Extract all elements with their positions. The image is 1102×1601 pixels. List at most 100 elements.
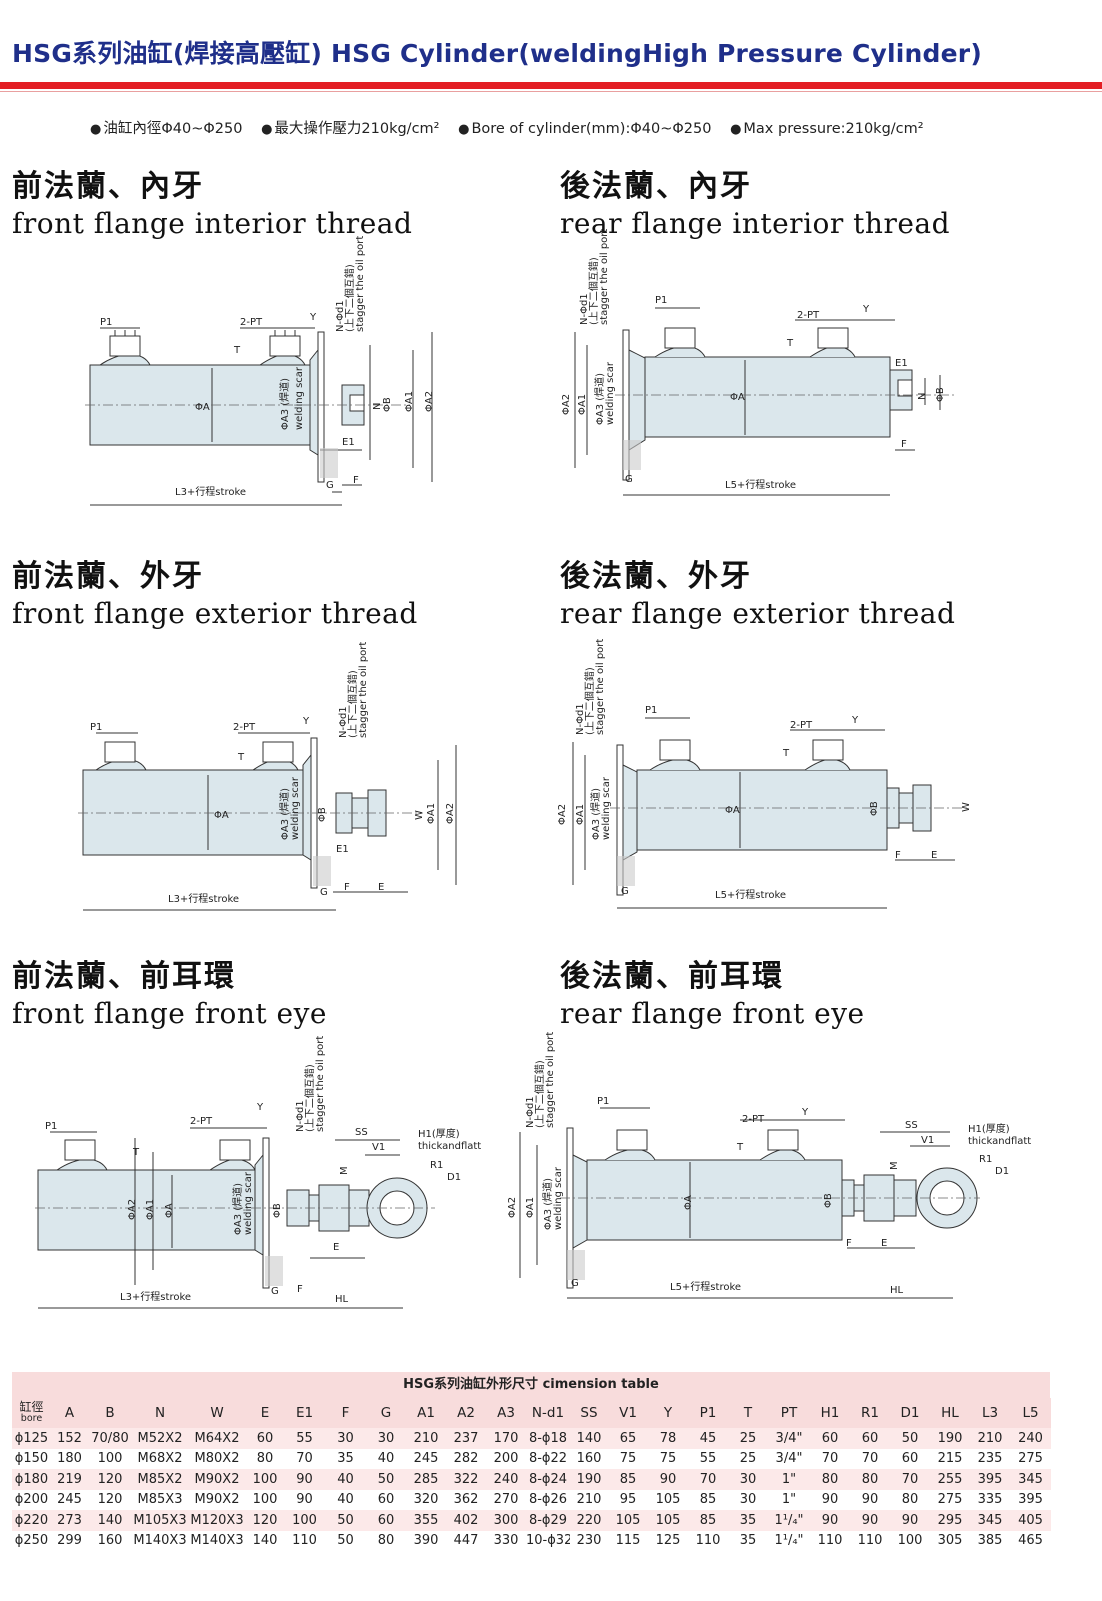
label-stagger-en: stagger the oil port: [358, 642, 369, 738]
section-front-interior-title: 前法蘭、內牙 front flange interior thread: [12, 168, 412, 242]
table-cell: 395: [1010, 1489, 1051, 1510]
table-cell: 60: [366, 1489, 406, 1510]
table-cell: 78: [648, 1428, 688, 1449]
label-phi-a: ΦA: [214, 810, 229, 821]
section-title-en: rear flange interior thread: [560, 207, 951, 240]
column-header: H1: [810, 1398, 850, 1428]
label-stagger-en: stagger the oil port: [545, 1032, 556, 1128]
spec-pressure-en: Max pressure:210kg/cm²: [743, 121, 924, 137]
table-cell: 335: [970, 1489, 1010, 1510]
table-cell: 355: [406, 1510, 446, 1531]
label-2pt: 2-PT: [190, 1116, 213, 1127]
label-phi-a3: ΦA3 (焊道): [541, 1178, 554, 1230]
column-header: V1: [608, 1398, 648, 1428]
table-cell: 100: [890, 1530, 930, 1551]
column-header: L5: [1010, 1398, 1051, 1428]
label-thick: thickandflatt: [418, 1141, 481, 1152]
table-cell: 50: [325, 1510, 366, 1531]
table-cell: 140: [570, 1428, 608, 1449]
table-cell: 90: [648, 1469, 688, 1490]
table-cell-bore: ϕ150: [12, 1448, 51, 1469]
section-rear-eye-title: 後法蘭、前耳環 rear flange front eye: [560, 958, 865, 1032]
label-phi-a2: ΦA2: [507, 1197, 518, 1218]
label-f: F: [895, 850, 901, 861]
table-cell: 120: [246, 1510, 284, 1531]
table-cell: 1¹/₄": [768, 1530, 810, 1551]
table-cell: 282: [446, 1448, 486, 1469]
table-cell: 285: [406, 1469, 446, 1490]
section-title-en: front flange interior thread: [12, 207, 413, 240]
table-cell: 345: [970, 1510, 1010, 1531]
label-g: G: [625, 474, 633, 485]
column-header: E: [246, 1398, 284, 1428]
table-cell: 190: [930, 1428, 970, 1449]
label-phi-a3: ΦA3 (焊道): [593, 373, 606, 425]
table-cell: 35: [728, 1530, 768, 1551]
label-welding-scar: welding scar: [601, 776, 612, 840]
label-r1: R1: [979, 1154, 992, 1165]
column-header: F: [325, 1398, 366, 1428]
table-cell: 3/4": [768, 1428, 810, 1449]
label-2pt: 2-PT: [790, 720, 813, 731]
label-f: F: [297, 1284, 303, 1295]
table-cell: M90X2: [188, 1469, 246, 1490]
table-cell: 120: [88, 1489, 132, 1510]
table-cell: 215: [930, 1448, 970, 1469]
table-cell: 25: [728, 1448, 768, 1469]
label-phi-a: ΦA: [725, 805, 740, 816]
table-cell: 30: [728, 1489, 768, 1510]
label-nd1: N-Φd1: [525, 1096, 536, 1128]
table-cell: 219: [51, 1469, 88, 1490]
label-nd1: N-Φd1: [579, 293, 590, 325]
table-cell: 85: [608, 1469, 648, 1490]
table-cell: 170: [486, 1428, 526, 1449]
label-welding-scar: welding scar: [243, 1171, 254, 1235]
diagram-rear-exterior: P1 2-PT Y T ΦA ΦA2 ΦA1 ΦA3 (焊道) welding …: [555, 639, 975, 920]
section-title-en: rear flange front eye: [560, 997, 865, 1030]
table-cell: 200: [486, 1448, 526, 1469]
label-stagger-en: stagger the oil port: [599, 229, 610, 325]
label-welding-scar: welding scar: [290, 776, 301, 840]
table-cell: 190: [570, 1469, 608, 1490]
header-divider: [0, 82, 1102, 89]
column-header: A1: [406, 1398, 446, 1428]
label-y: Y: [302, 716, 310, 727]
label-t: T: [736, 1142, 744, 1153]
label-phi-a2: ΦA2: [445, 803, 456, 824]
section-title-zh: 後法蘭、前耳環: [560, 959, 784, 994]
table-cell: 10-ϕ32: [526, 1530, 570, 1551]
table-cell: 55: [688, 1448, 728, 1469]
table-cell: 105: [648, 1510, 688, 1531]
table-cell-bore: ϕ180: [12, 1469, 51, 1490]
table-cell: 390: [406, 1530, 446, 1551]
label-f: F: [344, 882, 350, 893]
label-phi-a3: ΦA3 (焊道): [278, 378, 291, 430]
label-f: F: [353, 475, 359, 486]
label-stroke: L5+行程stroke: [715, 888, 786, 901]
label-phi-b: ΦB: [823, 1193, 834, 1208]
column-header: W: [188, 1398, 246, 1428]
label-stagger: (上下二個互錯): [533, 1060, 546, 1128]
label-p1: P1: [45, 1121, 57, 1132]
table-cell: 90: [284, 1489, 325, 1510]
bullet-icon: ●: [730, 122, 742, 137]
table-cell: 85: [688, 1510, 728, 1531]
table-cell: 240: [1010, 1428, 1051, 1449]
label-phi-a2: ΦA2: [424, 391, 435, 412]
column-header: R1: [850, 1398, 890, 1428]
table-cell: 80: [246, 1448, 284, 1469]
table-cell: 75: [608, 1448, 648, 1469]
table-cell: 465: [1010, 1530, 1051, 1551]
table-cell: 1": [768, 1489, 810, 1510]
label-h1: H1(厚度): [968, 1122, 1010, 1135]
table-cell: 140: [246, 1530, 284, 1551]
bullet-icon: ●: [90, 122, 102, 137]
section-front-exterior-title: 前法蘭、外牙 front flange exterior thread: [12, 558, 418, 632]
column-header: T: [728, 1398, 768, 1428]
spec-bore-zh: 油缸內徑Φ40~Φ250: [103, 121, 243, 137]
